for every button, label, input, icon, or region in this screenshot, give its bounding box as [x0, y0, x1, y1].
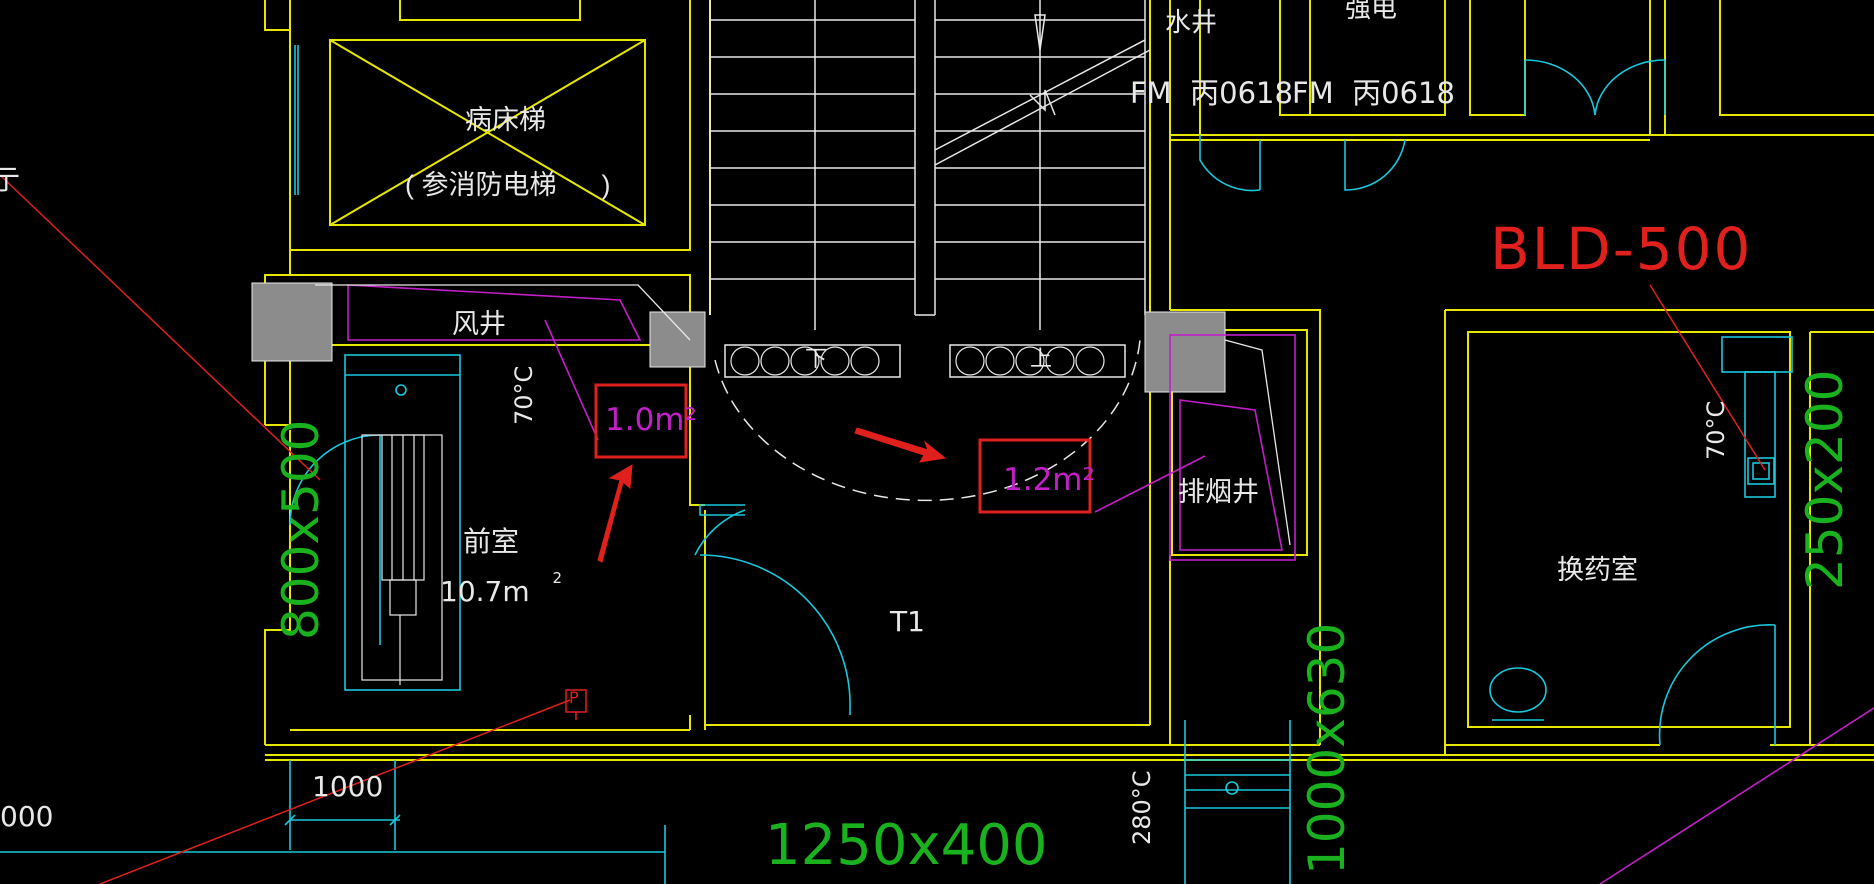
arrow-right-icon — [854, 427, 947, 463]
door-tag-fm-b: FM 丙0618 — [1292, 76, 1455, 110]
vent-area-b: 1.2m² — [1003, 462, 1095, 498]
room-area-front-room: 10.7m 2 — [440, 569, 562, 608]
temp-280: 280°C — [1128, 770, 1156, 845]
room-label-water-well: 水井 — [1165, 7, 1218, 37]
duct-size-250x200: 250x200 — [1796, 369, 1854, 590]
stair-treads — [709, 0, 1151, 502]
stair-up-label: 上 — [1030, 346, 1053, 371]
duct-size-800x500: 800x500 — [272, 419, 330, 640]
highlight-box-vent-a — [594, 383, 688, 459]
shaft-outline-white — [315, 284, 1291, 546]
stair-down-label: 下 — [805, 346, 828, 371]
p-mark: P — [569, 688, 579, 707]
area-value: 10.7m — [440, 575, 530, 608]
room-label-stair: T1 — [890, 605, 925, 638]
dim-000: 000 — [0, 800, 54, 833]
area-superscript: 2 — [552, 569, 563, 587]
temp-70-a: 70°C — [510, 365, 538, 425]
magenta-elements — [347, 284, 1874, 884]
room-label-bed-elevator: 病床梯 — [465, 105, 546, 135]
vent-area-a: 1.0m² — [605, 402, 697, 438]
room-label-fire-elevator: ( 参消防电梯 ) — [405, 170, 611, 200]
duct-size-1000x630: 1000x630 — [1298, 622, 1356, 875]
dim-1000: 1000 — [312, 770, 384, 803]
cyan-elements — [0, 45, 1793, 884]
room-label-electric-room: 强电 — [1345, 0, 1398, 23]
duct-grille — [361, 434, 443, 685]
duct-size-1250x400: 1250x400 — [765, 813, 1048, 878]
door-tag-fm-a: FM 丙0618 — [1130, 76, 1293, 110]
room-label-dressing-room: 换药室 — [1557, 555, 1638, 585]
arrow-up-icon — [597, 464, 633, 563]
highlight-box-vent-b — [978, 438, 1092, 514]
red-arrows — [597, 427, 947, 563]
structural-columns — [251, 282, 1226, 393]
bld-500-tag: BLD-500 — [1490, 215, 1753, 283]
room-label-smoke-shaft: 排烟井 — [1178, 477, 1259, 507]
room-label-air-shaft: 风井 — [452, 309, 506, 339]
stair-step-circles — [730, 346, 1105, 376]
room-label-front-room: 前室 — [463, 526, 520, 557]
temp-70-b: 70°C — [1702, 400, 1730, 460]
left-edge-char: 亍 — [0, 164, 21, 195]
red-elements — [0, 174, 1766, 884]
